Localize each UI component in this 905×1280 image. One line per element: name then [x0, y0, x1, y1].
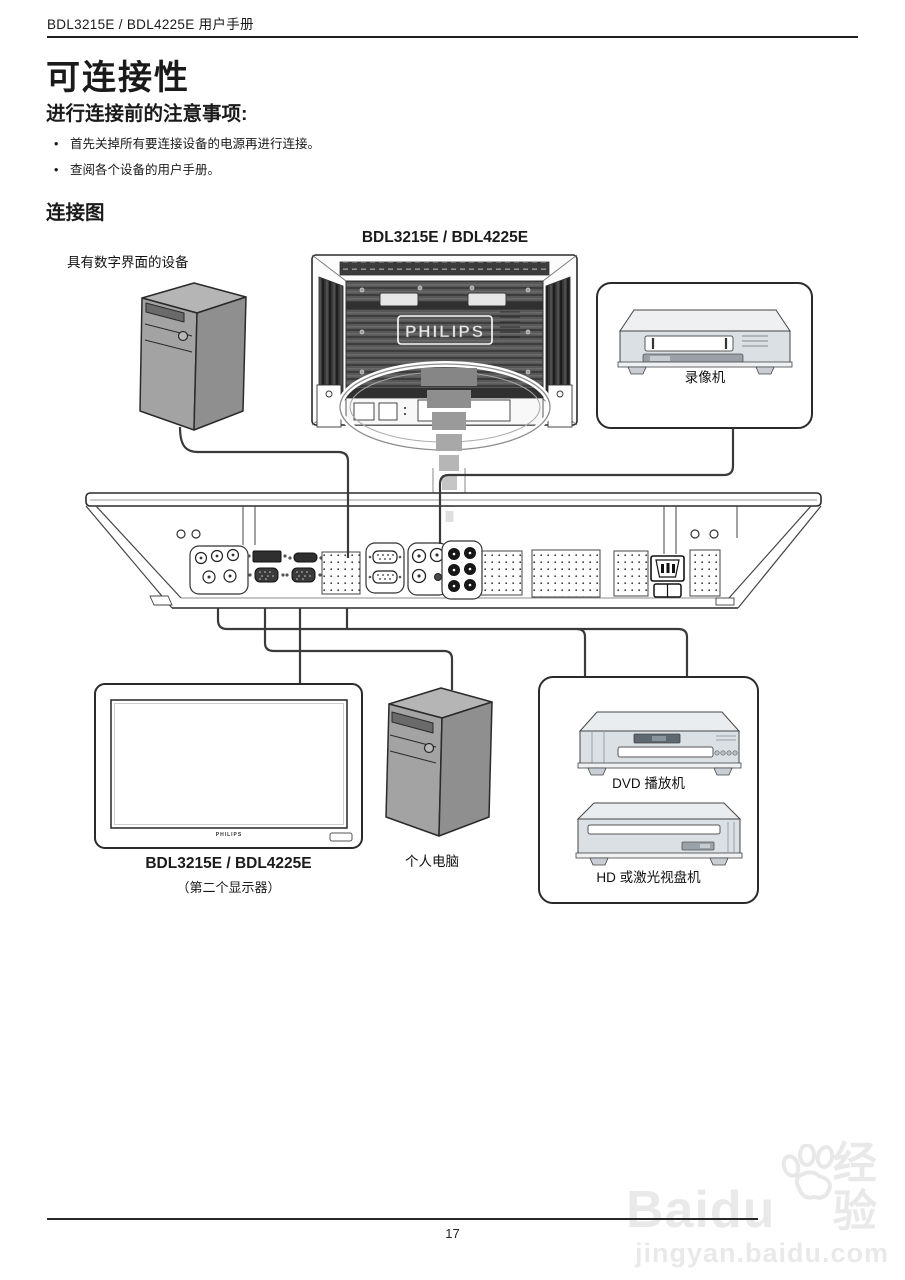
precaution-text: 查阅各个设备的用户手册。	[70, 163, 221, 177]
bnc-connector-group	[189, 545, 249, 595]
pc-tower	[385, 687, 493, 837]
diagram-section-title: 连接图	[46, 202, 105, 224]
second-display-brand: PHILIPS	[215, 832, 243, 838]
second-display-note: （第二个显示器）	[176, 880, 281, 895]
vga-in-connector	[248, 567, 285, 583]
dvd-hd-box	[538, 676, 759, 904]
cable-digital-to-dvi	[178, 426, 350, 558]
bullet-icon: •	[54, 137, 59, 151]
header-rule	[47, 36, 858, 38]
list-item: • 首先关掉所有要连接设备的电源再进行连接。	[54, 131, 320, 157]
cables	[178, 426, 735, 690]
page-number: 17	[445, 1226, 460, 1241]
digital-device-label: 具有数字界面的设备	[67, 255, 189, 270]
digital-device-tower	[139, 282, 247, 431]
vcr-device	[617, 309, 793, 375]
power-inlet	[650, 555, 685, 582]
cable-branch-dvd	[576, 627, 587, 678]
dvi-connector	[247, 550, 287, 563]
dvd-player-label: DVD 播放机	[612, 776, 685, 791]
second-display-model-label: BDL3215E / BDL4225E	[145, 855, 312, 872]
second-display	[94, 683, 363, 849]
page-title: 可连接性	[46, 59, 190, 97]
cable-vcr-to-audio	[438, 428, 735, 544]
footer-rule	[47, 1218, 758, 1220]
zoom-callout-cable	[421, 368, 477, 522]
hdmi-connector	[288, 552, 323, 563]
precautions-list: • 首先关掉所有要连接设备的电源再进行连接。 • 查阅各个设备的用户手册。	[54, 131, 320, 183]
manual-header: BDL3215E / BDL4225E 用户手册	[47, 17, 254, 32]
hd-player-label: HD 或激光视盘机	[596, 870, 701, 885]
vcr-label: 录像机	[684, 370, 726, 385]
hd-player-device	[575, 802, 743, 866]
vga-out-connector	[285, 567, 322, 583]
precautions-title: 进行连接前的注意事项:	[46, 103, 248, 125]
connector-panel	[85, 492, 822, 609]
component-video-group	[407, 542, 449, 596]
audio-rca-group	[441, 540, 483, 600]
cable-panel-to-pc	[263, 608, 454, 690]
vcr-box	[596, 282, 813, 429]
pc-label: 个人电脑	[405, 854, 459, 869]
dvd-player-device	[577, 711, 742, 776]
precaution-text: 首先关掉所有要连接设备的电源再进行连接。	[70, 137, 321, 151]
list-item: • 查阅各个设备的用户手册。	[54, 157, 320, 183]
bullet-icon: •	[54, 163, 59, 177]
rs232-connector-group	[365, 542, 405, 594]
cable-panel-to-players	[216, 608, 689, 678]
tv-back-view: PHILIPS	[311, 254, 578, 453]
power-switch	[653, 583, 682, 598]
philips-logo-text: PHILIPS	[405, 322, 485, 341]
tv-model-label: BDL3215E / BDL4225E	[361, 229, 529, 246]
